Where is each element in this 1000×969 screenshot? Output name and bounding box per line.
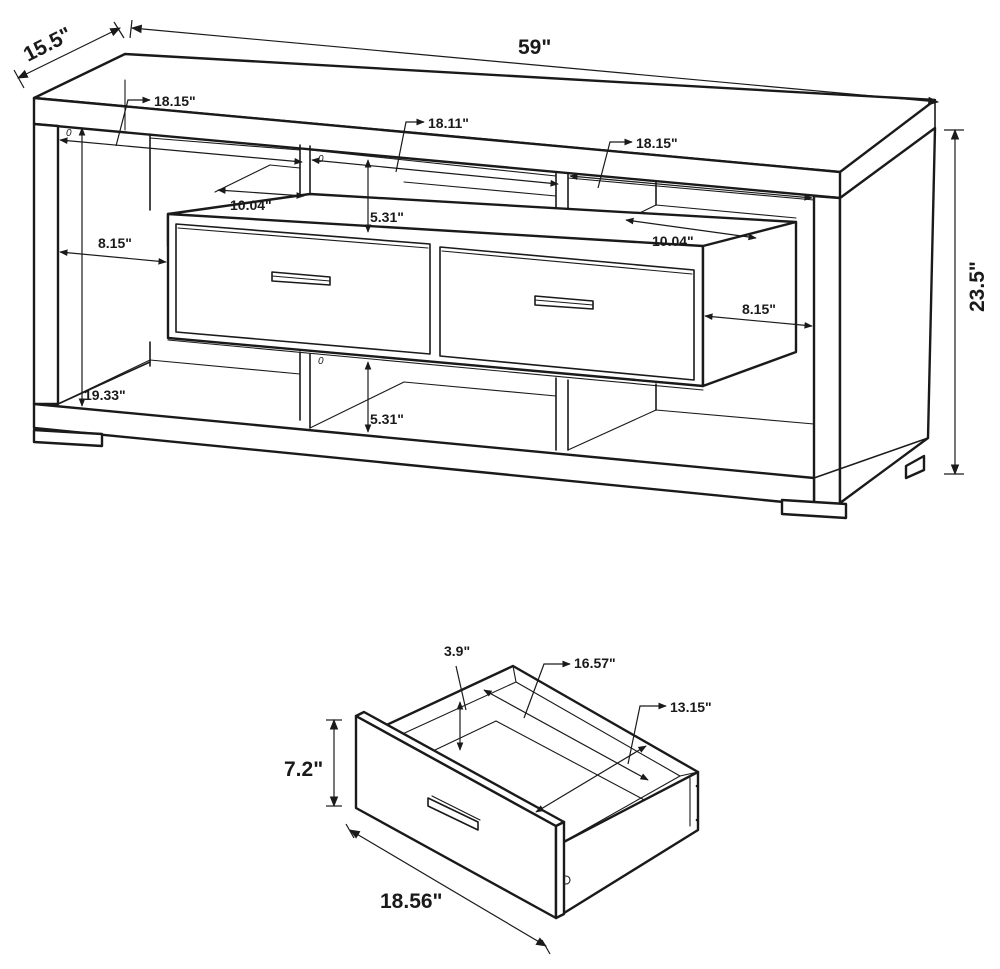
middle-compartment-width-label: 18.11" <box>428 115 469 131</box>
width-dimension-line <box>130 24 940 106</box>
drawer-handle-right <box>534 295 594 310</box>
drawer-side-height-label: 3.9" <box>444 643 470 659</box>
left-side-panel <box>32 122 60 406</box>
zero-mark: 0 <box>318 154 324 165</box>
right-compartment-width-label: 18.15" <box>636 135 678 151</box>
right-depth-label: 10.04" <box>652 233 694 249</box>
right-side-gap-label: 8.15" <box>742 301 776 317</box>
left-compartment-width-label: 18.15" <box>154 93 196 109</box>
tv-stand-base <box>32 361 929 507</box>
drawer-front-left <box>175 223 431 355</box>
drawer-drawing: 3.9" 16.57" 13.15" 7.2" 18.56" <box>284 643 712 955</box>
drawer-front-right <box>439 246 695 381</box>
height-label: 23.5" <box>966 261 989 312</box>
left-depth-label: 10.04" <box>230 197 272 213</box>
tv-stand-drawing: 15.5" 59" 23.5" 18.15" 18.11" 18.15" 10.… <box>13 19 989 520</box>
drawer-inner-length-label: 16.57" <box>574 655 616 671</box>
depth-dimension-line <box>17 27 121 79</box>
middle-lower-height-label: 5.31" <box>370 411 404 427</box>
feet <box>32 428 926 520</box>
width-label: 59" <box>518 36 551 59</box>
left-bay-height-label: 19.33" <box>84 387 126 403</box>
middle-upper-height-label: 5.31" <box>370 209 404 225</box>
left-side-gap-label: 8.15" <box>98 235 132 251</box>
drawer-front-height-label: 7.2" <box>284 758 323 781</box>
drawer-front-width-label: 18.56" <box>380 890 443 913</box>
depth-label: 15.5" <box>20 23 76 67</box>
zero-mark: 0 <box>66 128 72 139</box>
zero-mark: 0 <box>318 356 324 367</box>
drawer-handle-left <box>271 271 331 286</box>
drawer-inner-depth-label: 13.15" <box>670 699 712 715</box>
